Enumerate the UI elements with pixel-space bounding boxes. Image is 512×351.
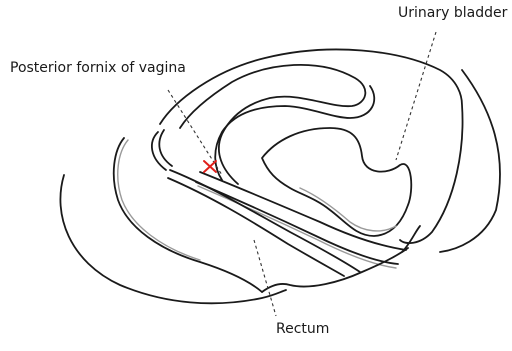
inner-left-outline	[152, 132, 166, 170]
posterior-fornix-label: Posterior fornix of vagina	[10, 61, 186, 75]
outer-wall-outline	[160, 49, 463, 243]
rectum-label: Rectum	[276, 322, 329, 336]
bladder-outline	[262, 128, 411, 236]
right-body-curve	[440, 70, 500, 252]
inner-left-outline-2	[159, 130, 172, 166]
vagina-lower-wall	[196, 182, 398, 264]
bladder-leader	[396, 32, 436, 160]
fornix-marker	[204, 161, 216, 172]
rectum-lower-wall	[168, 178, 344, 276]
rectum-leader	[254, 240, 276, 316]
perineum-right	[402, 226, 420, 252]
urinary-bladder-label: Urinary bladder	[398, 6, 507, 20]
rectum-upper-wall	[170, 170, 360, 272]
left-posterior-shadow	[118, 140, 200, 260]
uterus-outline	[180, 65, 365, 184]
